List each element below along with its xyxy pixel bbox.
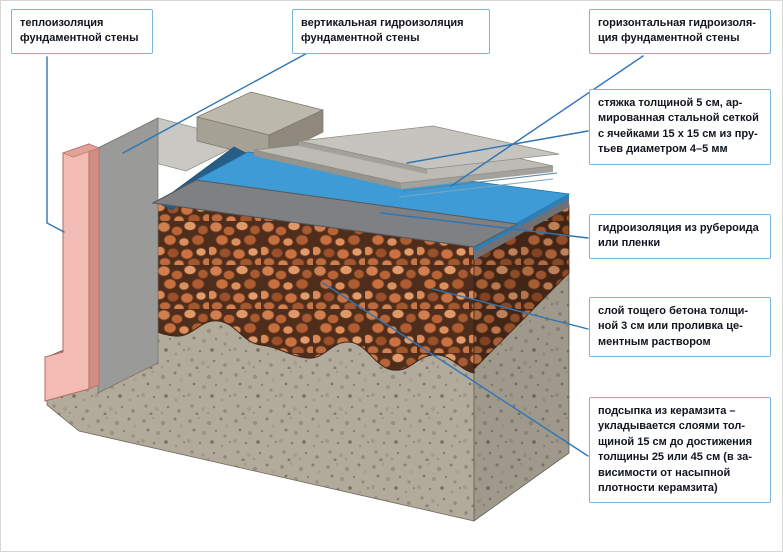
leader-roofing-felt	[380, 212, 589, 239]
callout-horizontal-waterproofing: горизонтальная гидроизоля- ция фундамент…	[589, 9, 771, 54]
slab2-front-edge	[299, 141, 427, 174]
leader-lean-concrete	[432, 288, 589, 330]
mesh-edge-line-1	[402, 172, 558, 192]
wall-outer-face	[97, 117, 159, 394]
insulation-top-edge	[62, 143, 100, 158]
concrete-beam	[195, 91, 325, 160]
foundation-wall	[97, 117, 247, 394]
callout-vertical-waterproofing: вертикальная гидроизоляция фундаментной …	[292, 9, 490, 54]
callout-lean-concrete: слой тощего бетона толщи- ной 3 см или п…	[589, 297, 771, 358]
callout-roofing-felt: гидроизоляция из рубероида или пленки	[589, 214, 771, 259]
keramzit-front-face	[152, 202, 475, 374]
screed-slabs	[253, 125, 560, 198]
concrete-right-shade	[474, 269, 569, 521]
leader-insulation	[46, 56, 65, 233]
slab2-top	[298, 125, 560, 170]
slab1-front-edge	[254, 150, 401, 189]
leader-lines	[46, 50, 644, 457]
leader-screed	[406, 130, 589, 164]
slab1-right-edge	[401, 166, 553, 189]
leader-horizontal-waterproofing	[450, 55, 644, 187]
insulation-front-face	[44, 143, 90, 402]
callout-screed: стяжка толщиной 5 см, ар- мированная ста…	[589, 89, 771, 165]
callout-thermal-insulation: теплоизоляция фундаментной стены	[11, 9, 153, 54]
leader-keramzit	[322, 282, 589, 457]
felt-top	[151, 179, 519, 248]
insulation-side-edge	[88, 143, 100, 390]
insulation-panel	[44, 143, 100, 402]
mesh-edge-line-2	[398, 178, 554, 198]
leader-vertical-waterproofing	[122, 50, 312, 154]
callout-keramzit: подсыпка из керамзита – укладывается сло…	[589, 397, 771, 504]
